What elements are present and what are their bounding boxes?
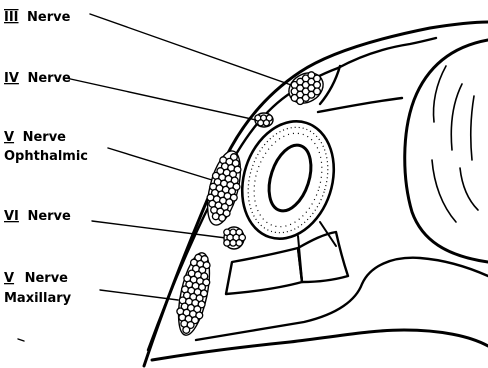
lower-compartment-left xyxy=(226,248,302,294)
lower-wall-line xyxy=(152,330,488,360)
branch-name: Maxillary xyxy=(4,291,72,306)
nerve-word: Nerve xyxy=(25,271,69,286)
nerve-v-maxillary-bundle xyxy=(173,250,216,338)
lower-compartment-right xyxy=(298,232,348,282)
roman-numeral: V xyxy=(4,130,14,145)
label-nerve-v-maxillary: V Nerve Maxillary xyxy=(4,271,72,306)
roman-numeral: III xyxy=(4,10,19,25)
nerve-fiber xyxy=(314,82,321,89)
internal-carotid-artery xyxy=(228,109,349,250)
nerve-fiber xyxy=(314,88,321,95)
stray-mark xyxy=(18,339,24,341)
lower-inner-wall xyxy=(196,258,488,340)
nerve-fiber xyxy=(224,240,230,246)
nerve-fiber xyxy=(236,240,242,246)
sphenoid-body xyxy=(405,40,488,262)
svg-text:IV Nerve: IV Nerve xyxy=(4,71,71,86)
roman-numeral: V xyxy=(4,271,14,286)
nerve-word: Nerve xyxy=(27,10,71,25)
nerve-fiber xyxy=(263,120,269,126)
septum-diagonal xyxy=(320,222,336,246)
label-nerve-vi: VI Nerve xyxy=(4,209,71,224)
svg-text:V Nerve: V Nerve xyxy=(4,130,66,145)
carotid-partition xyxy=(318,98,402,112)
leader-line-iv xyxy=(66,78,256,120)
nerve-iv-bundle xyxy=(255,113,273,127)
roman-numeral: IV xyxy=(4,71,19,86)
leader-line-v-maxillary xyxy=(100,290,178,300)
leader-line-vi xyxy=(92,221,226,238)
nerve-vi-bundle xyxy=(224,227,246,249)
svg-text:III Nerve: III Nerve xyxy=(4,10,71,25)
nerve-word: Nerve xyxy=(27,71,71,86)
nerve-fiber xyxy=(219,215,226,222)
svg-text:V Nerve: V Nerve xyxy=(4,271,68,286)
leader-line-iii xyxy=(90,14,294,86)
nerve-v-ophthalmic-bundle xyxy=(201,148,247,229)
branch-name: Ophthalmic xyxy=(4,149,88,164)
svg-text:VI Nerve: VI Nerve xyxy=(4,209,71,224)
nerve-fiber xyxy=(230,240,236,246)
label-nerve-iii: III Nerve xyxy=(4,10,71,25)
roman-numeral: VI xyxy=(4,209,19,224)
nerve-word: Nerve xyxy=(27,209,71,224)
label-nerve-iv: IV Nerve xyxy=(4,71,71,86)
nerve-word: Nerve xyxy=(23,130,67,145)
leader-line-v-ophthalmic xyxy=(108,148,212,180)
nerve-fiber xyxy=(183,327,190,334)
label-nerve-v-ophthalmic: V Nerve Ophthalmic xyxy=(4,130,88,164)
upper-compartment-wall xyxy=(338,38,436,68)
